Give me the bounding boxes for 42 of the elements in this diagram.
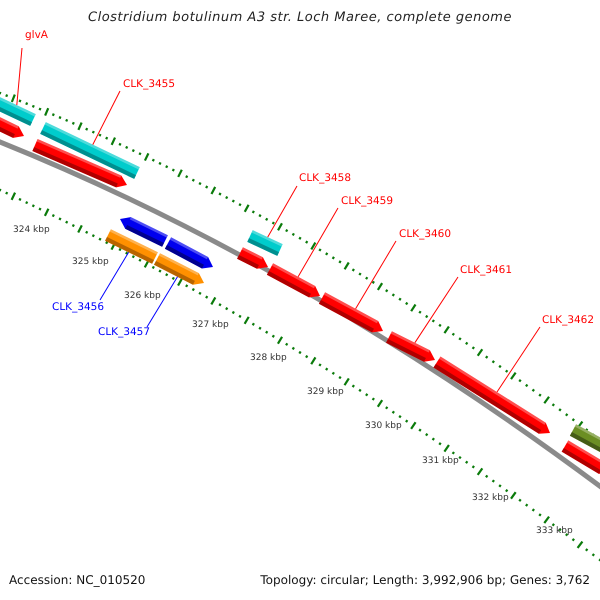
scale-label: 327 kbp	[192, 320, 229, 331]
gene-segment	[386, 331, 435, 362]
accession-text: Accession: NC_010520	[9, 573, 146, 588]
scale-label: 326 kbp	[124, 291, 161, 302]
gene-label: CLK_3455	[123, 78, 176, 91]
scale-label: 333 kbp	[536, 526, 573, 537]
leader-line	[496, 326, 540, 392]
gene-segment	[120, 217, 168, 247]
scale-label: 331 kbp	[422, 456, 459, 467]
leader-line	[298, 208, 338, 278]
gene-segment	[237, 247, 268, 269]
scale-label: 324 kbp	[13, 225, 50, 236]
gene-segment	[562, 440, 600, 474]
gene-segment	[164, 237, 213, 268]
leader-line	[414, 276, 458, 344]
gene-label: CLK_3462	[542, 314, 594, 327]
diagram-title: Clostridium botulinum A3 str. Loch Maree, complete genome	[87, 10, 513, 26]
gene-segment	[32, 139, 127, 188]
gene-label: CLK_3456	[52, 301, 104, 314]
gene-segment	[434, 356, 550, 434]
leader-line	[355, 240, 396, 310]
gene-segment	[0, 116, 24, 138]
leader-line	[16, 48, 22, 106]
scale-label: 328 kbp	[250, 353, 287, 364]
gene-label: glvA	[25, 29, 48, 42]
gene-label: CLK_3458	[299, 172, 352, 185]
gene-label: CLK_3459	[341, 195, 394, 208]
leader-line	[146, 276, 178, 328]
scale-label: 325 kbp	[72, 257, 109, 268]
gene-segment	[266, 263, 320, 298]
scale-label: 332 kbp	[472, 493, 509, 504]
leader-line	[100, 252, 130, 300]
gene-label: CLK_3460	[399, 228, 452, 241]
scale-label: 330 kbp	[365, 421, 402, 432]
leader-line	[267, 186, 298, 238]
gene-label: CLK_3461	[460, 264, 512, 277]
gene-segment	[247, 230, 283, 256]
leader-line	[92, 90, 120, 146]
genome-summary: Topology: circular; Length: 3,992,906 bp; Genes: 3,762	[260, 573, 590, 588]
gene-label: CLK_3457	[98, 326, 150, 339]
gene-segment	[318, 292, 383, 332]
scale-label: 329 kbp	[307, 387, 344, 398]
